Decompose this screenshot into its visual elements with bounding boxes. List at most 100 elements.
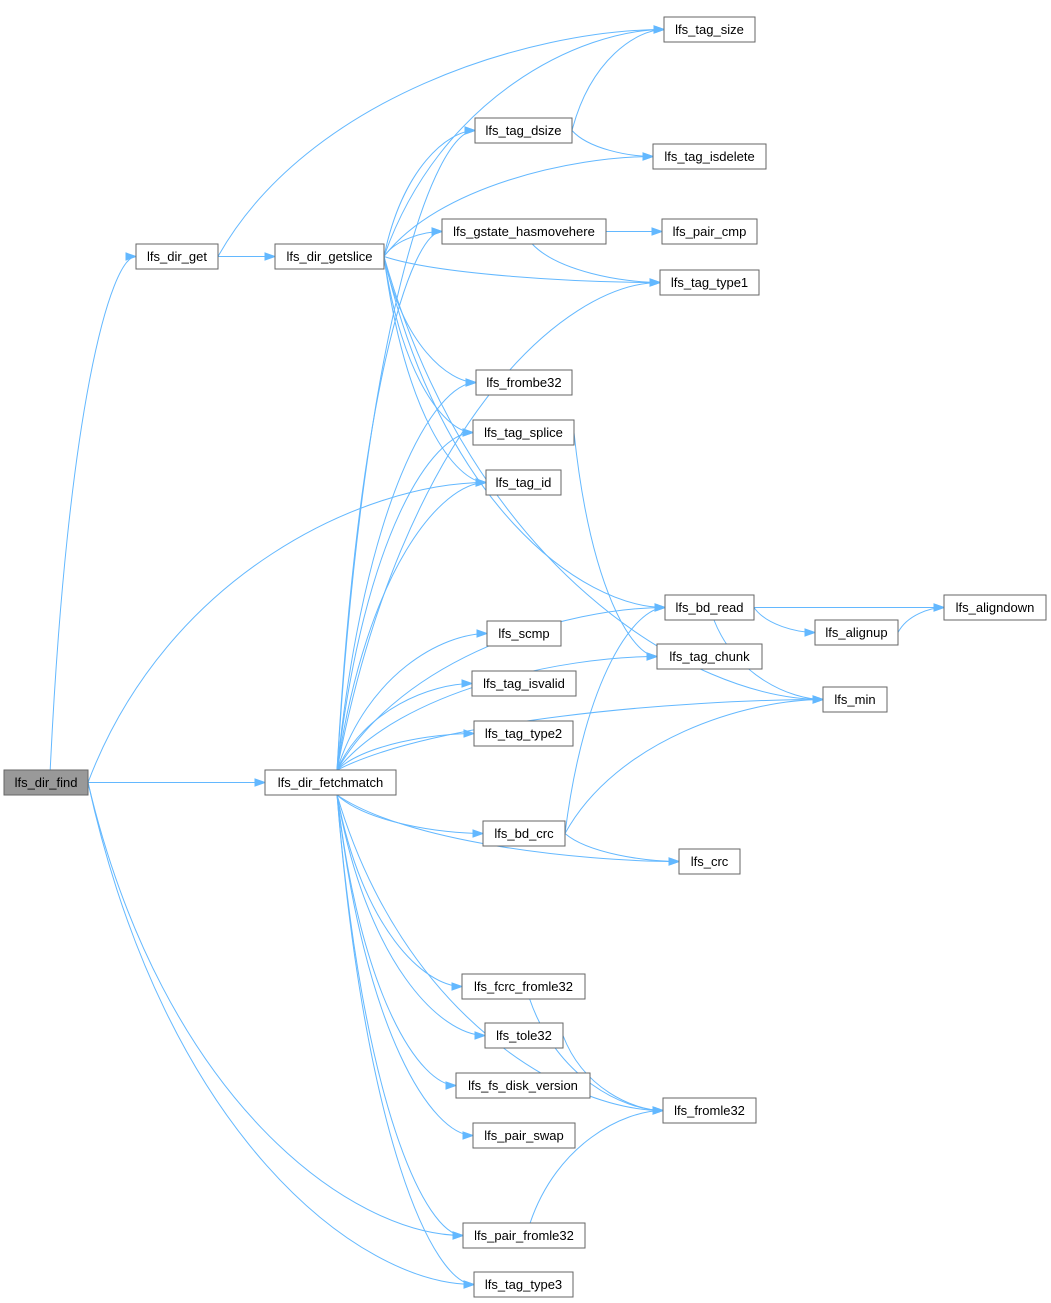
edge-lfs_dir_getslice-to-lfs_bd_read xyxy=(383,256,666,608)
node-label: lfs_scmp xyxy=(498,626,549,641)
node-lfs_fromle32[interactable]: lfs_fromle32 xyxy=(662,1097,757,1124)
node-label: lfs_fcrc_fromle32 xyxy=(474,979,573,994)
node-lfs_tag_splice[interactable]: lfs_tag_splice xyxy=(472,419,575,446)
node-lfs_fs_disk_version[interactable]: lfs_fs_disk_version xyxy=(455,1072,591,1099)
arrowhead-lfs_dir_fetchmatch-to-lfs_pair_swap xyxy=(462,1131,475,1140)
node-lfs_fcrc_fromle32[interactable]: lfs_fcrc_fromle32 xyxy=(461,973,586,1000)
arrowhead-lfs_dir_fetchmatch-to-lfs_tag_type2 xyxy=(463,729,476,738)
node-label: lfs_frombe32 xyxy=(486,375,561,390)
arrowhead-lfs_dir_fetchmatch-to-lfs_fs_disk_version xyxy=(445,1081,458,1090)
edge-lfs_bd_crc-to-lfs_min xyxy=(564,699,824,834)
edge-lfs_pair_fromle32-to-lfs_fromle32 xyxy=(529,1110,664,1224)
node-box xyxy=(473,720,574,747)
arrowhead-lfs_bd_read-to-lfs_alignup xyxy=(804,628,817,637)
node-label: lfs_tag_type1 xyxy=(671,275,748,290)
node-box xyxy=(662,1097,757,1124)
node-box xyxy=(664,594,755,621)
edge-lfs_dir_get-to-lfs_tag_size xyxy=(217,29,665,257)
arrowhead-lfs_bd_crc-to-lfs_crc xyxy=(668,857,681,866)
arrowhead-lfs_pair_fromle32-to-lfs_fromle32 xyxy=(652,1106,665,1115)
node-lfs_dir_get[interactable]: lfs_dir_get xyxy=(135,243,219,270)
edge-lfs_dir_fetchmatch-to-lfs_bd_crc xyxy=(336,794,484,834)
node-box xyxy=(441,218,607,245)
node-lfs_tag_isdelete[interactable]: lfs_tag_isdelete xyxy=(652,143,767,170)
node-lfs_dir_getslice[interactable]: lfs_dir_getslice xyxy=(274,243,385,270)
node-box xyxy=(822,686,888,713)
node-lfs_alignup[interactable]: lfs_alignup xyxy=(814,619,899,646)
node-label: lfs_bd_crc xyxy=(494,826,554,841)
node-box xyxy=(678,848,741,875)
node-lfs_bd_read[interactable]: lfs_bd_read xyxy=(664,594,755,621)
arrowhead-lfs_dir_fetchmatch-to-lfs_tag_chunk xyxy=(646,652,659,661)
node-label: lfs_tag_isdelete xyxy=(664,149,754,164)
node-lfs_pair_cmp[interactable]: lfs_pair_cmp xyxy=(661,218,758,245)
node-lfs_tag_type1[interactable]: lfs_tag_type1 xyxy=(659,269,760,296)
node-lfs_tag_isvalid[interactable]: lfs_tag_isvalid xyxy=(471,670,577,697)
node-box xyxy=(482,820,566,847)
node-lfs_tag_id[interactable]: lfs_tag_id xyxy=(485,469,562,496)
edge-lfs_dir_fetchmatch-to-lfs_frombe32 xyxy=(336,382,477,771)
arrowhead-lfs_bd_crc-to-lfs_bd_read xyxy=(654,603,667,612)
node-label: lfs_fs_disk_version xyxy=(468,1078,578,1093)
edge-lfs_dir_find-to-lfs_dir_get xyxy=(49,256,137,771)
node-label: lfs_tag_splice xyxy=(484,425,563,440)
node-lfs_crc[interactable]: lfs_crc xyxy=(678,848,741,875)
arrowhead-lfs_tag_dsize-to-lfs_tag_size xyxy=(653,25,666,34)
node-label: lfs_crc xyxy=(691,854,729,869)
node-lfs_frombe32[interactable]: lfs_frombe32 xyxy=(475,369,573,396)
node-lfs_tag_size[interactable]: lfs_tag_size xyxy=(663,16,756,43)
edge-lfs_dir_getslice-to-lfs_frombe32 xyxy=(383,256,477,383)
node-label: lfs_gstate_hasmovehere xyxy=(453,224,595,239)
node-lfs_pair_swap[interactable]: lfs_pair_swap xyxy=(472,1122,576,1149)
node-label: lfs_aligndown xyxy=(956,600,1035,615)
node-lfs_dir_find[interactable]: lfs_dir_find xyxy=(3,769,89,796)
edge-lfs_dir_fetchmatch-to-lfs_tag_type2 xyxy=(336,733,475,771)
arrowhead-lfs_dir_fetchmatch-to-lfs_fcrc_fromle32 xyxy=(451,982,464,991)
arrowhead-lfs_dir_fetchmatch-to-lfs_tag_dsize xyxy=(464,126,477,135)
node-label: lfs_tag_type3 xyxy=(485,1277,562,1292)
edge-lfs_dir_fetchmatch-to-lfs_tag_splice xyxy=(336,432,474,771)
edge-lfs_dir_find-to-lfs_tag_id xyxy=(87,482,487,783)
node-lfs_tag_dsize[interactable]: lfs_tag_dsize xyxy=(474,117,573,144)
node-label: lfs_fromle32 xyxy=(674,1103,745,1118)
edge-lfs_dir_getslice-to-lfs_tag_splice xyxy=(383,256,474,433)
node-lfs_gstate_hasmovehere[interactable]: lfs_gstate_hasmovehere xyxy=(441,218,607,245)
edge-lfs_bd_read-to-lfs_min xyxy=(713,619,824,700)
node-box xyxy=(462,1222,586,1249)
node-box xyxy=(264,769,397,796)
node-lfs_tole32[interactable]: lfs_tole32 xyxy=(484,1022,564,1049)
node-lfs_bd_crc[interactable]: lfs_bd_crc xyxy=(482,820,566,847)
node-label: lfs_tag_isvalid xyxy=(483,676,565,691)
node-lfs_aligndown[interactable]: lfs_aligndown xyxy=(943,594,1047,621)
edges-layer xyxy=(49,25,946,1289)
node-lfs_min[interactable]: lfs_min xyxy=(822,686,888,713)
node-box xyxy=(135,243,219,270)
node-lfs_tag_type3[interactable]: lfs_tag_type3 xyxy=(473,1271,574,1298)
edge-lfs_dir_getslice-to-lfs_tag_type1 xyxy=(383,256,661,283)
edge-lfs_alignup-to-lfs_aligndown xyxy=(897,607,945,633)
node-box xyxy=(3,769,89,796)
node-label: lfs_tag_type2 xyxy=(485,726,562,741)
node-lfs_dir_fetchmatch[interactable]: lfs_dir_fetchmatch xyxy=(264,769,397,796)
node-label: lfs_alignup xyxy=(825,625,887,640)
arrowhead-lfs_dir_fetchmatch-to-lfs_tag_isvalid xyxy=(461,679,474,688)
node-label: lfs_pair_fromle32 xyxy=(474,1228,574,1243)
node-lfs_tag_chunk[interactable]: lfs_tag_chunk xyxy=(656,643,763,670)
node-lfs_scmp[interactable]: lfs_scmp xyxy=(486,620,562,647)
node-lfs_pair_fromle32[interactable]: lfs_pair_fromle32 xyxy=(462,1222,586,1249)
edge-lfs_dir_fetchmatch-to-lfs_fs_disk_version xyxy=(336,794,457,1086)
node-label: lfs_pair_cmp xyxy=(673,224,747,239)
arrowhead-lfs_dir_find-to-lfs_dir_fetchmatch xyxy=(254,778,267,787)
edge-lfs_dir_fetchmatch-to-lfs_tag_type1 xyxy=(336,282,661,771)
node-box xyxy=(473,1271,574,1298)
node-box xyxy=(471,670,577,697)
node-lfs_tag_type2[interactable]: lfs_tag_type2 xyxy=(473,720,574,747)
node-label: lfs_dir_fetchmatch xyxy=(278,775,384,790)
arrowhead-lfs_dir_fetchmatch-to-lfs_tag_type1 xyxy=(649,278,662,287)
node-box xyxy=(474,117,573,144)
node-box xyxy=(274,243,385,270)
edge-lfs_dir_getslice-to-lfs_tag_id xyxy=(383,256,487,483)
arrowhead-lfs_dir_fetchmatch-to-lfs_tole32 xyxy=(474,1031,487,1040)
edge-lfs_dir_fetchmatch-to-lfs_tag_type3 xyxy=(336,794,475,1285)
